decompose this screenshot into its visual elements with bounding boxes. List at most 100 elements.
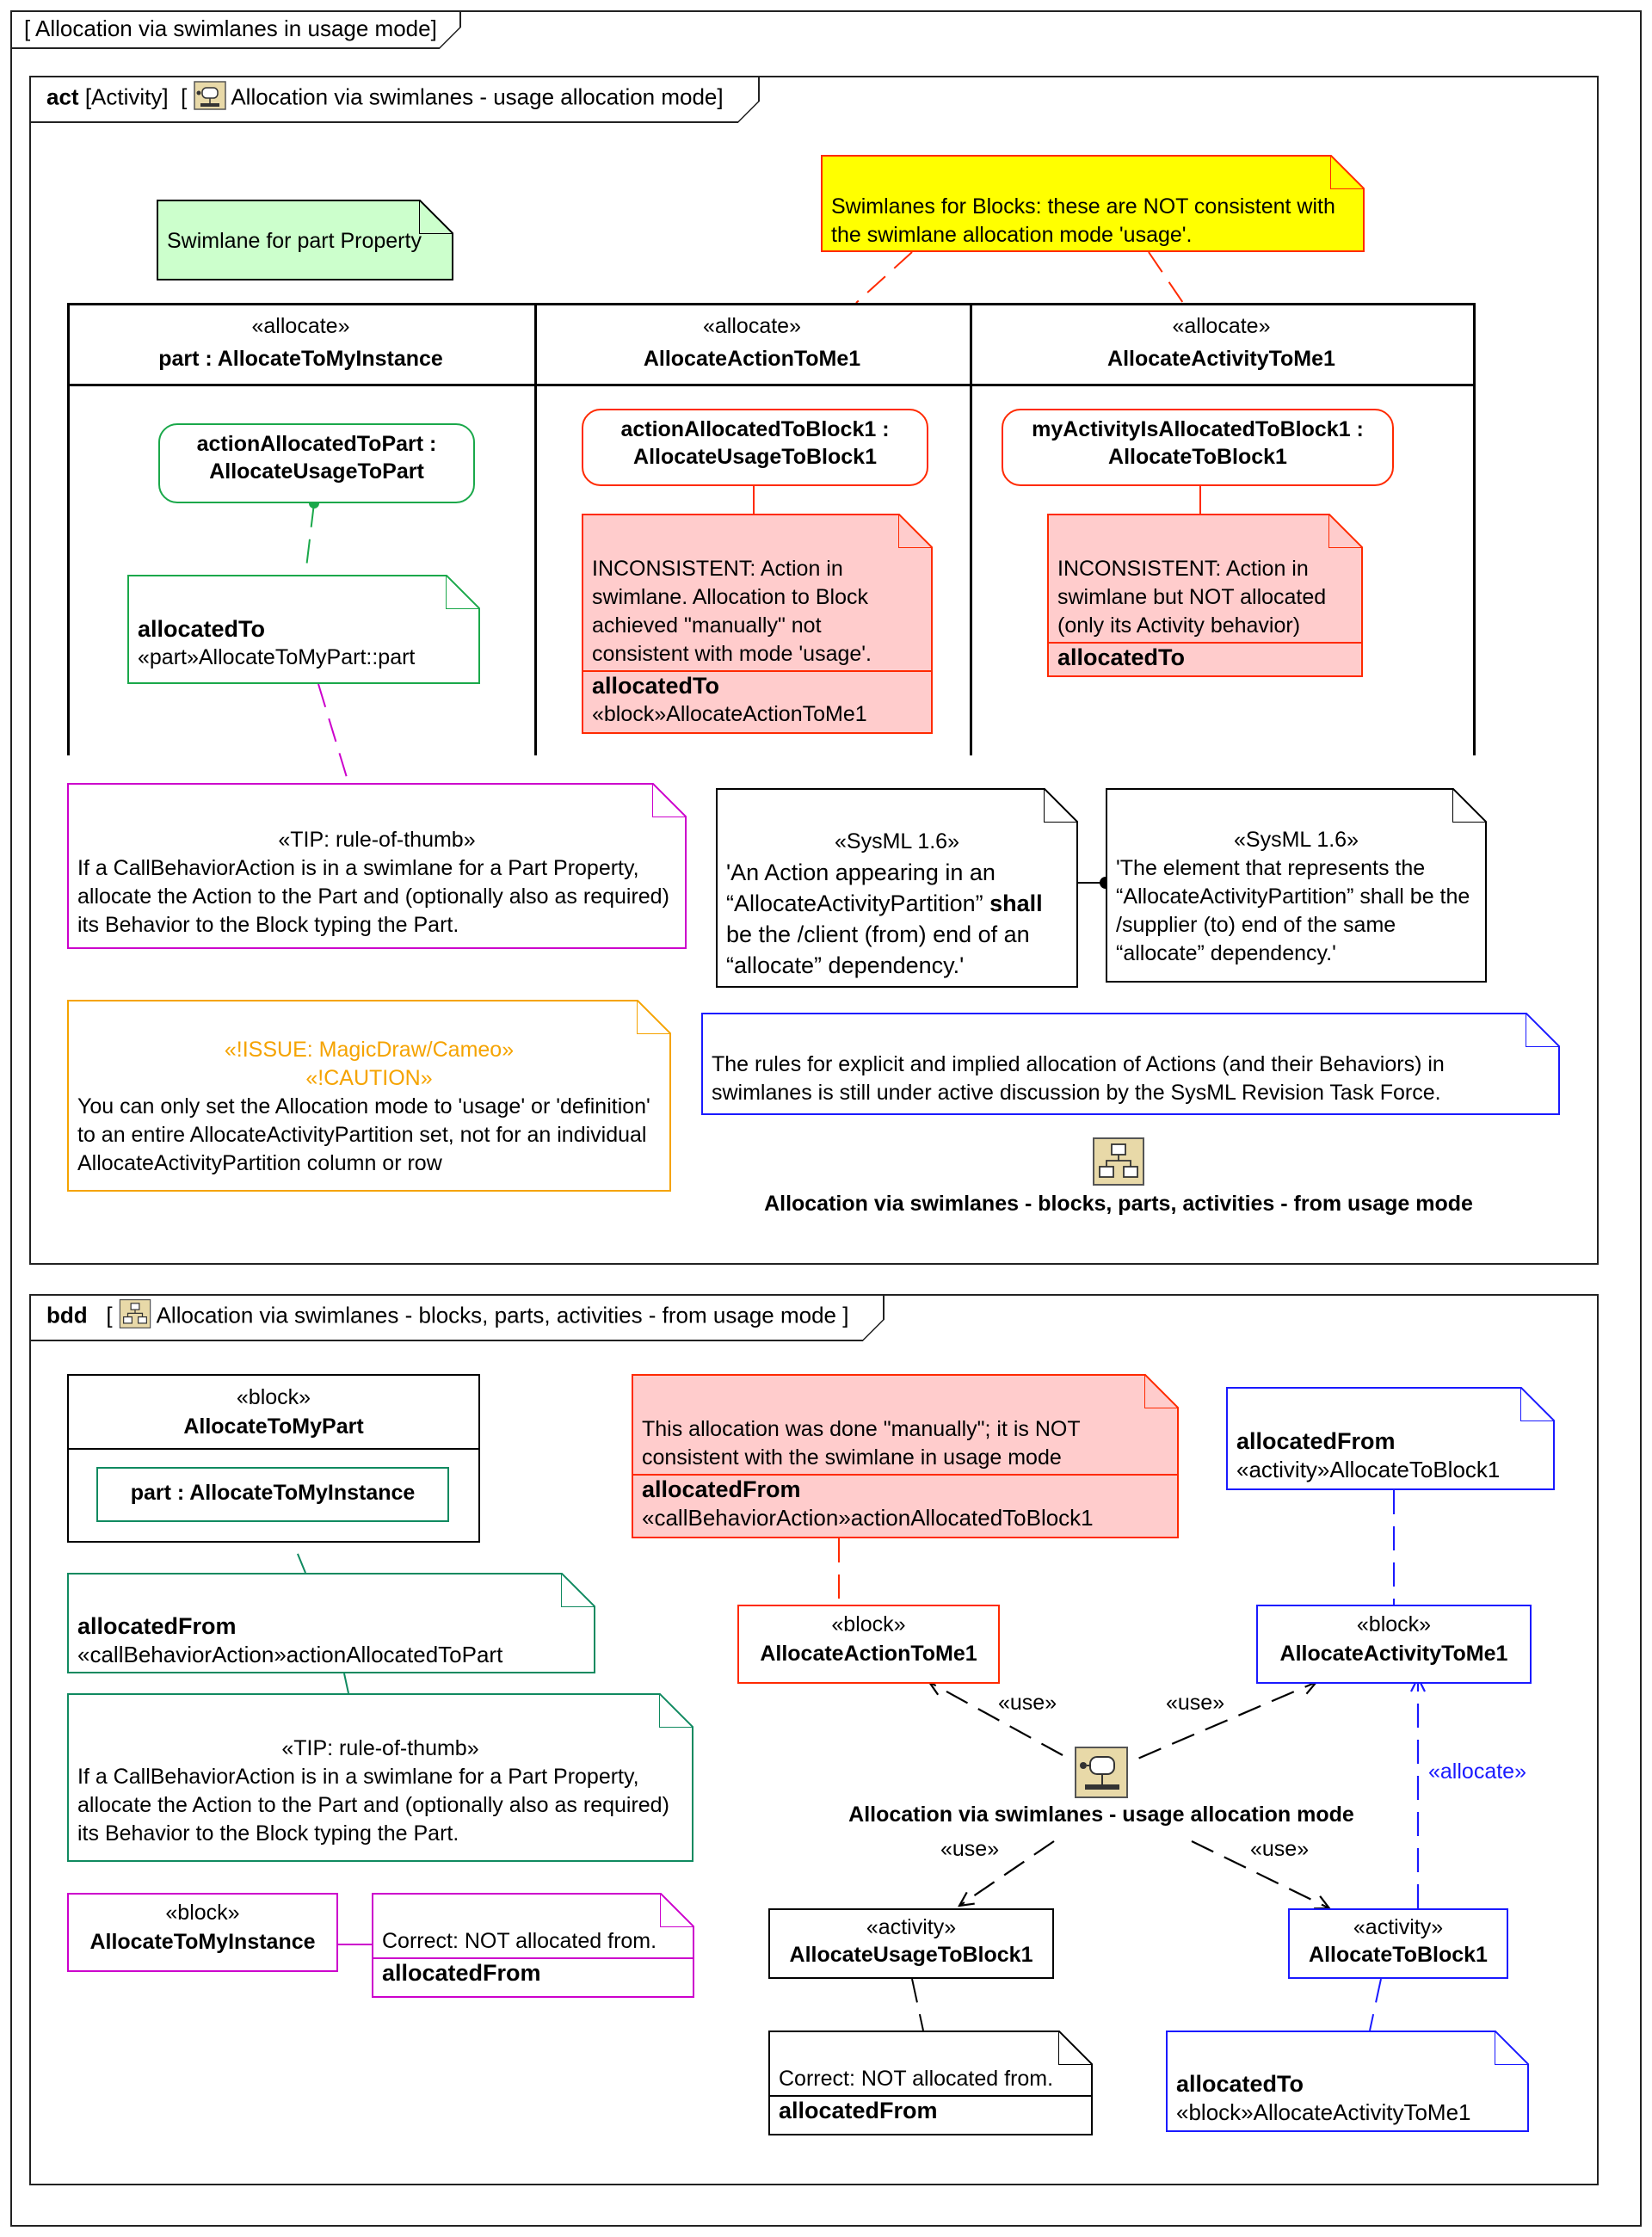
swimlane-header-2: «allocate» AllocateActionToMe1 (534, 310, 970, 375)
note-fold (660, 1893, 694, 1927)
block-allocate-to-my-part-name: AllocateToMyPart (183, 1414, 364, 1439)
note-allocated-from-activity-title: allocatedFrom (1236, 1428, 1396, 1454)
action-allocated-to-block1[interactable]: actionAllocatedToBlock1 : AllocateUsageT… (582, 409, 928, 486)
block-allocate-to-my-instance-name: AllocateToMyInstance (89, 1930, 316, 1954)
use-to-toblock-activity (1191, 1840, 1329, 1908)
diagram-ref-bdd-label: Allocation via swimlanes - blocks, parts… (764, 1192, 1473, 1216)
note-tip-2-stereotype: «TIP: rule-of-thumb» (281, 1736, 479, 1760)
action-allocated-to-part[interactable]: actionAllocatedToPart : AllocateUsageToP… (158, 423, 475, 503)
note-correct-1: Correct: NOT allocated from. allocatedFr… (372, 1893, 694, 1998)
allocate-label: «allocate» (1428, 1759, 1526, 1784)
note-swimlane-part-text: Swimlane for part Property (167, 229, 422, 253)
note-rules-text: The rules for explicit and implied alloc… (712, 1052, 1445, 1105)
bdd-diagram-icon (119, 1299, 151, 1334)
act-frame-label: [Activity] (84, 83, 169, 110)
note-fold (1526, 1013, 1560, 1047)
note-correct-1-text: Correct: NOT allocated from. (382, 1929, 657, 1953)
action-my-activity-allocated[interactable]: myActivityIsAllocatedToBlock1 : Allocate… (1002, 409, 1394, 486)
block-allocate-action-to-me1-stereotype: «block» (831, 1612, 906, 1636)
note-sysml-client-stereotype: «SysML 1.6» (835, 829, 959, 854)
note-fold (659, 1693, 693, 1728)
note-sysml-supplier-text: 'The element that represents the “Alloca… (1116, 856, 1470, 965)
note-sysml-client-line2: be the /client (from) end of an “allocat… (726, 921, 1030, 978)
use-to-usage-activity (959, 1840, 1055, 1906)
act-frame-name: Allocation via swimlanes - usage allocat… (231, 83, 724, 110)
anchor-allocated-tip (317, 683, 349, 784)
anchor-yellow-lane3 (1148, 251, 1184, 304)
block-allocate-action-to-me1[interactable]: «block» AllocateActionToMe1 (737, 1605, 1000, 1684)
activity-allocate-to-block1-name: AllocateToBlock1 (1309, 1943, 1488, 1967)
swimlane-1-name: part : AllocateToMyInstance (158, 347, 443, 371)
note-inconsistent-action-section: allocatedTo «block»AllocateActionToMe1 (583, 670, 931, 729)
note-inconsistent-activity-title: allocatedTo (1057, 644, 1186, 670)
note-fold (898, 514, 933, 548)
anchor-allocfrom-tip (343, 1673, 349, 1694)
use-label-4: «use» (1250, 1837, 1310, 1861)
note-fold (1328, 514, 1363, 548)
swimlane-1-stereotype: «allocate» (251, 314, 350, 338)
activity-allocate-to-block1[interactable]: «activity» AllocateToBlock1 (1288, 1908, 1508, 1979)
note-inconsistent-action-title: allocatedTo (592, 673, 720, 699)
anchor-yellow-lane2 (855, 251, 913, 304)
note-rules: The rules for explicit and implied alloc… (701, 1013, 1560, 1115)
swimlane-3-stereotype: «allocate» (1172, 314, 1271, 338)
note-correct-2-title: allocatedFrom (770, 2095, 1091, 2125)
note-allocated-from-part: allocatedFrom «callBehaviorAction»action… (67, 1573, 595, 1673)
bdd-diagram-icon (1093, 1137, 1144, 1190)
block-allocate-action-to-me1-name: AllocateActionToMe1 (760, 1642, 977, 1666)
note-fold (637, 1000, 671, 1034)
note-tip-1: «TIP: rule-of-thumb» If a CallBehaviorAc… (67, 783, 687, 949)
note-manual-allocation: This allocation was done "manually"; it … (632, 1374, 1179, 1538)
diagram-ref-bdd[interactable]: Allocation via swimlanes - blocks, parts… (688, 1137, 1549, 1216)
bdd-frame-bracket: [ (106, 1302, 113, 1328)
block-allocate-activity-to-me1-name: AllocateActivityToMe1 (1279, 1642, 1508, 1666)
note-sysml-client-shall: shall (989, 890, 1043, 916)
block-allocate-to-my-instance[interactable]: «block» AllocateToMyInstance (67, 1893, 338, 1972)
swimlane-2-stereotype: «allocate» (703, 314, 801, 338)
note-fold (1330, 155, 1365, 189)
use-to-action-block (929, 1682, 1063, 1756)
note-correct-1-title: allocatedFrom (373, 1957, 693, 1987)
note-allocated-to-block-title: allocatedTo (1176, 2071, 1304, 2097)
note-fold (561, 1573, 595, 1607)
note-tip-2: «TIP: rule-of-thumb» If a CallBehaviorAc… (67, 1693, 693, 1862)
note-allocated-to-part-title: allocatedTo (138, 616, 266, 642)
note-issue-stereotype-2: «!CAUTION» (305, 1066, 433, 1090)
note-fold (1520, 1387, 1555, 1421)
swimlane-divider-2 (970, 303, 972, 755)
outer-frame-title-text: [ Allocation via swimlanes in usage mode… (24, 15, 437, 41)
activity-diagram-icon (1075, 1747, 1128, 1803)
bdd-frame-name: Allocation via swimlanes - blocks, parts… (156, 1302, 849, 1328)
swimlane-divider-0 (67, 303, 70, 755)
act-frame-title: act [Activity] [ Allocation via swimlane… (31, 77, 760, 123)
note-manual-allocation-text: This allocation was done "manually"; it … (642, 1417, 1081, 1470)
diagram-ref-activity[interactable]: Allocation via swimlanes - usage allocat… (800, 1747, 1402, 1833)
note-sysml-supplier-stereotype: «SysML 1.6» (1234, 828, 1359, 852)
bdd-frame-title: bdd [ Allocation via swimlanes - blocks,… (31, 1296, 885, 1341)
note-swimlanes-blocks: Swimlanes for Blocks: these are NOT cons… (821, 155, 1365, 252)
swimlane-3-name: AllocateActivityToMe1 (1107, 347, 1335, 371)
note-tip-1-stereotype: «TIP: rule-of-thumb» (278, 828, 476, 852)
action-allocated-to-block1-label: actionAllocatedToBlock1 : AllocateUsageT… (620, 417, 890, 469)
block-allocate-to-my-part[interactable]: «block» AllocateToMyPart part : Allocate… (67, 1374, 480, 1543)
activity-allocate-to-block1-stereotype: «activity» (1353, 1915, 1444, 1939)
swimlane-2-name: AllocateActionToMe1 (643, 347, 861, 371)
note-correct-2: Correct: NOT allocated from. allocatedFr… (768, 2031, 1093, 2135)
note-inconsistent-activity: INCONSISTENT: Action in swimlane but NOT… (1047, 514, 1363, 677)
block-allocate-activity-to-me1[interactable]: «block» AllocateActivityToMe1 (1256, 1605, 1532, 1684)
block-allocate-to-my-part-stereotype: «block» (236, 1385, 311, 1409)
activity-diagram-icon (193, 81, 226, 116)
note-fold (1058, 2031, 1093, 2065)
swimlane-divider-1 (534, 303, 537, 755)
note-allocated-to-part-value: «part»AllocateToMyPart::part (138, 645, 416, 669)
block-compartment-divider (69, 1448, 478, 1450)
anchor-usage-note (911, 1978, 924, 2031)
note-fold (419, 200, 453, 234)
swimlane-top-border (67, 303, 1476, 305)
note-fold (1452, 788, 1487, 823)
part-property-box[interactable]: part : AllocateToMyInstance (96, 1467, 449, 1522)
act-frame-bracket: [ (181, 83, 188, 110)
bdd-frame: bdd [ Allocation via swimlanes - blocks,… (29, 1294, 1599, 2185)
diagram-ref-activity-label: Allocation via swimlanes - usage allocat… (848, 1803, 1354, 1827)
activity-allocate-usage-to-block1[interactable]: «activity» AllocateUsageToBlock1 (768, 1908, 1054, 1979)
